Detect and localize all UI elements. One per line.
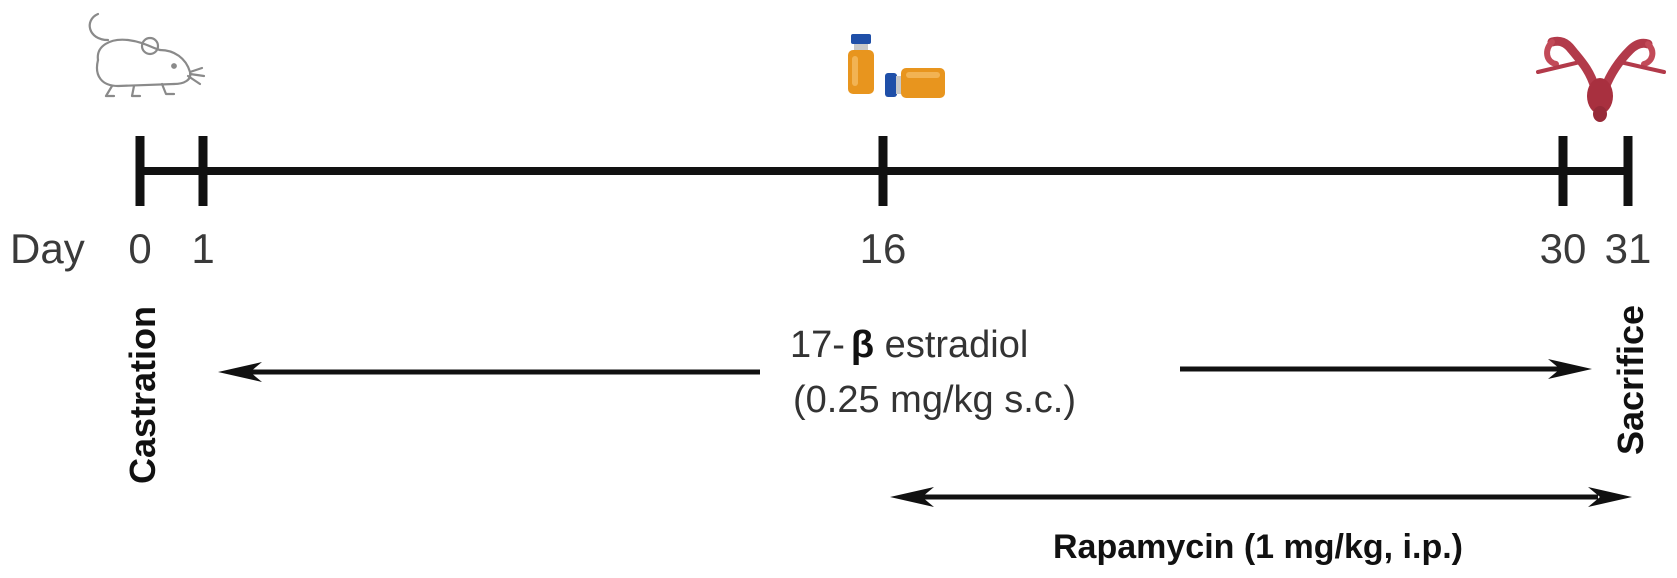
estradiol-dose-label: (0.25 mg/kg s.c.)	[793, 379, 1076, 421]
tick-label-day-1: 1	[191, 225, 214, 272]
tick-label-day-0: 0	[128, 225, 151, 272]
vial-icon	[848, 34, 945, 98]
uterus-icon	[1536, 36, 1666, 122]
rapamycin-arrow	[890, 487, 1632, 507]
day-axis-label: Day	[10, 225, 85, 272]
tick-label-day-31: 31	[1605, 225, 1652, 272]
mouse-icon	[88, 12, 206, 98]
estradiol-greek: β	[851, 324, 874, 366]
estradiol-prefix: 17-	[790, 324, 845, 366]
rapamycin-label: Rapamycin (1 mg/kg, i.p.)	[1053, 528, 1463, 566]
estradiol-arrow	[218, 359, 1592, 382]
estradiol-name: estradiol	[874, 324, 1028, 366]
castration-label: Castration	[122, 306, 163, 484]
tick-label-day-30: 30	[1540, 225, 1587, 272]
estradiol-label: 17-β estradiol	[790, 324, 1028, 366]
sacrifice-label: Sacrifice	[1610, 305, 1651, 455]
tick-label-day-16: 16	[860, 225, 907, 272]
